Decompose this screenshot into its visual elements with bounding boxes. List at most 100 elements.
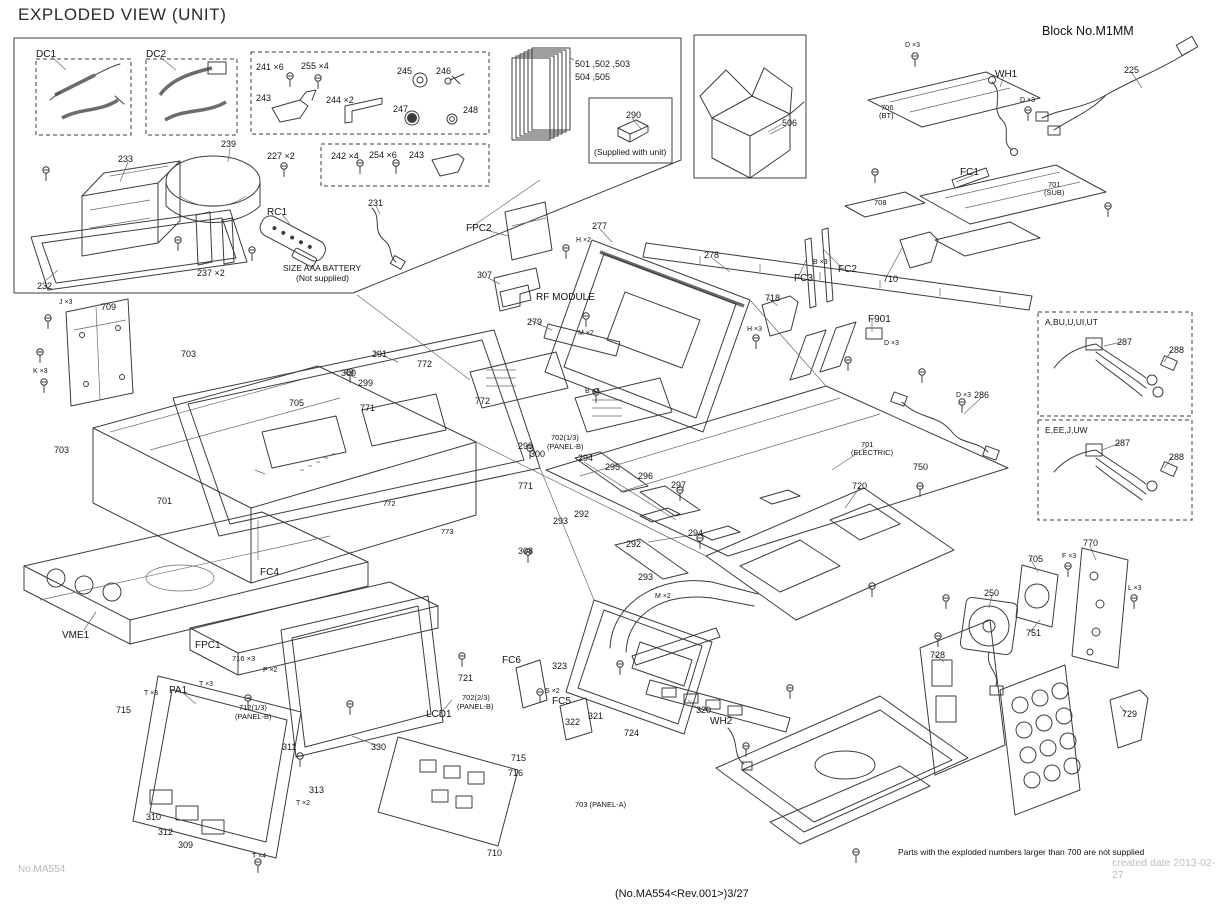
part-callout: LCD1 <box>426 709 452 720</box>
part-callout: 254 ×6 <box>369 150 397 160</box>
part-callout: 504 ,505 <box>575 72 611 82</box>
part-callout: (BT) <box>879 111 894 120</box>
part-callout: 323 <box>552 661 568 671</box>
footer-page-ref: (No.MA554<Rev.001>)3/27 <box>615 888 749 900</box>
center-panel-assembly <box>173 330 704 579</box>
part-callout: 701 <box>861 440 874 449</box>
part-callout: 225 <box>1124 65 1140 75</box>
part-callout: 247 <box>393 104 409 114</box>
part-callout: VME1 <box>62 630 90 641</box>
part-callout: 232 <box>37 281 53 291</box>
top-right-boards <box>845 36 1198 256</box>
part-callout: (Supplied with unit) <box>594 147 667 157</box>
part-callout: 248 <box>463 105 479 115</box>
part-callout: SIZE AAA BATTERY <box>283 263 362 273</box>
part-callout: 237 ×2 <box>197 268 225 278</box>
part-callout: FC3 <box>794 273 813 284</box>
part-callout: 246 <box>436 66 452 76</box>
part-callout: 720 <box>852 481 868 491</box>
part-callout: 287 <box>1117 337 1133 347</box>
part-callout: 321 <box>588 711 604 721</box>
part-callout: A,BU,U,UI,UT <box>1045 317 1098 327</box>
part-callout: 311 <box>282 742 297 752</box>
part-callout: S ×2 <box>545 688 560 695</box>
part-callout: 290 <box>626 110 642 120</box>
part-callout: 293 <box>553 516 569 526</box>
part-callout: 245 <box>397 66 413 76</box>
part-callout: 242 ×4 <box>331 151 359 161</box>
part-callout: 307 <box>477 270 493 280</box>
part-callout: 300 <box>530 449 546 459</box>
part-callout: (PANEL-B) <box>547 442 584 451</box>
front-accessory-parts <box>31 156 405 290</box>
front-frame-assembly <box>494 202 1032 432</box>
power-cord-drawings <box>50 62 226 120</box>
part-callout: D ×3 <box>884 340 899 347</box>
part-callout: 293 <box>638 572 654 582</box>
part-callout: 292 <box>574 509 590 519</box>
part-callout: 330 <box>371 742 387 752</box>
leader-lines <box>45 73 1172 746</box>
part-callout: (ELECTRIC) <box>851 448 894 457</box>
part-callout: 706 <box>881 103 894 112</box>
part-callout: 715 <box>116 705 132 715</box>
part-callout: 243 <box>409 150 425 160</box>
part-callout: 771 <box>360 403 376 413</box>
part-callout: T ×3 <box>199 681 214 688</box>
part-callout: 702(1/3) <box>551 433 579 442</box>
part-callout: 709 <box>101 302 117 312</box>
part-callout: 729 <box>1122 709 1138 719</box>
part-callout: 250 <box>984 588 1000 598</box>
part-callout: 294 <box>578 453 594 463</box>
part-callout: 231 <box>368 198 384 208</box>
part-callout: D ×3 <box>905 42 920 49</box>
part-callout: 718 <box>765 293 781 303</box>
part-callout: P ×2 <box>263 667 278 674</box>
part-callout: 750 <box>913 462 929 472</box>
part-callout: 313 <box>309 785 325 795</box>
part-callout: (PANEL-B) <box>235 712 272 721</box>
part-callout: 710 <box>487 848 503 858</box>
part-callout: 772 <box>383 499 396 508</box>
part-callout: 299 <box>518 441 534 451</box>
part-callout: T ×2 <box>296 800 311 807</box>
part-callout: 292 <box>626 539 642 549</box>
part-callout: 291 <box>372 349 388 359</box>
part-callout: 770 <box>1083 538 1099 548</box>
part-callout: 705 <box>1028 554 1044 564</box>
part-callout: 286 <box>974 390 990 400</box>
part-callout: 300 <box>341 368 357 378</box>
right-bottom-assembly <box>716 548 1148 863</box>
part-callout: FPC1 <box>195 640 221 651</box>
part-callout: 288 <box>1169 452 1185 462</box>
block-number-label: Block No.M1MM <box>1042 24 1134 38</box>
part-callout: 715 <box>511 753 527 763</box>
part-callout: 705 <box>289 398 305 408</box>
part-callout: 297 <box>671 480 687 490</box>
part-callout: 309 <box>178 840 194 850</box>
destination-wire-kits <box>1038 312 1192 520</box>
part-callout: 295 <box>605 462 621 472</box>
part-callout: 308 <box>518 546 534 556</box>
manuals-and-carton <box>512 48 804 178</box>
part-callout: 701 <box>157 496 173 506</box>
part-callout: 501 ,502 ,503 <box>575 59 631 69</box>
part-callout: 244 ×2 <box>326 95 354 105</box>
part-callout: F901 <box>868 314 891 325</box>
part-callout: D ×3 <box>956 392 971 399</box>
part-callout: 771 <box>518 481 534 491</box>
part-callout: 712(1/3) <box>239 703 267 712</box>
part-callout: PA1 <box>169 685 188 696</box>
part-callout: FPC2 <box>466 223 492 234</box>
part-callout: FC2 <box>838 264 857 275</box>
part-callout: 279 <box>527 317 543 327</box>
part-callout: 322 <box>565 717 581 727</box>
part-callout: FC5 <box>552 696 571 707</box>
part-callout: RC1 <box>267 207 288 218</box>
footer-parts-note: Parts with the exploded numbers larger t… <box>898 847 1145 857</box>
part-callout: FC6 <box>502 655 521 666</box>
part-callout: F ×3 <box>1062 553 1077 560</box>
part-callout: 277 <box>592 221 608 231</box>
main-board-and-chassis <box>476 228 1008 620</box>
